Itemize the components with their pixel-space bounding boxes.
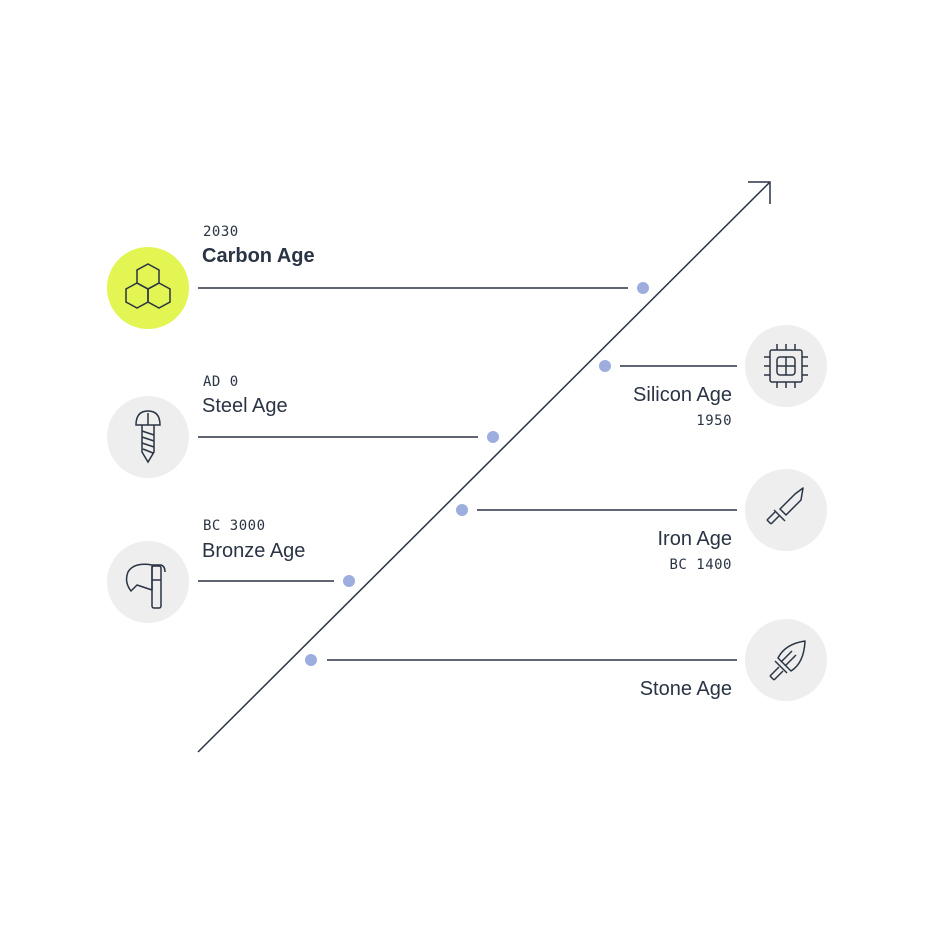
stone-spearhead-icon — [769, 640, 806, 681]
sword-icon — [766, 487, 804, 525]
axe-icon — [125, 563, 166, 609]
dot-silicon — [599, 360, 611, 372]
year-silicon: 1950 — [696, 413, 732, 429]
microchip-icon — [764, 344, 808, 388]
screw-icon — [135, 410, 161, 464]
hexagon-cluster-icon — [125, 263, 171, 309]
label-steel: Steel Age — [202, 395, 288, 417]
dot-stone — [305, 654, 317, 666]
icon-circle-iron — [745, 469, 827, 551]
dot-bronze — [343, 575, 355, 587]
dot-steel — [487, 431, 499, 443]
icon-circle-bronze — [107, 541, 189, 623]
icon-circle-carbon — [107, 247, 189, 329]
dot-carbon — [637, 282, 649, 294]
year-bronze: BC 3000 — [203, 518, 266, 534]
timeline-arrow — [197, 181, 771, 753]
label-silicon: Silicon Age — [633, 384, 732, 406]
icon-circle-stone — [745, 619, 827, 701]
year-steel: AD 0 — [203, 374, 239, 390]
icon-circle-steel — [107, 396, 189, 478]
label-carbon: Carbon Age — [202, 245, 315, 267]
label-iron: Iron Age — [657, 528, 732, 550]
year-iron: BC 1400 — [669, 557, 732, 573]
dot-iron — [456, 504, 468, 516]
label-stone: Stone Age — [639, 678, 732, 700]
label-bronze: Bronze Age — [202, 540, 306, 562]
year-carbon: 2030 — [203, 224, 239, 240]
